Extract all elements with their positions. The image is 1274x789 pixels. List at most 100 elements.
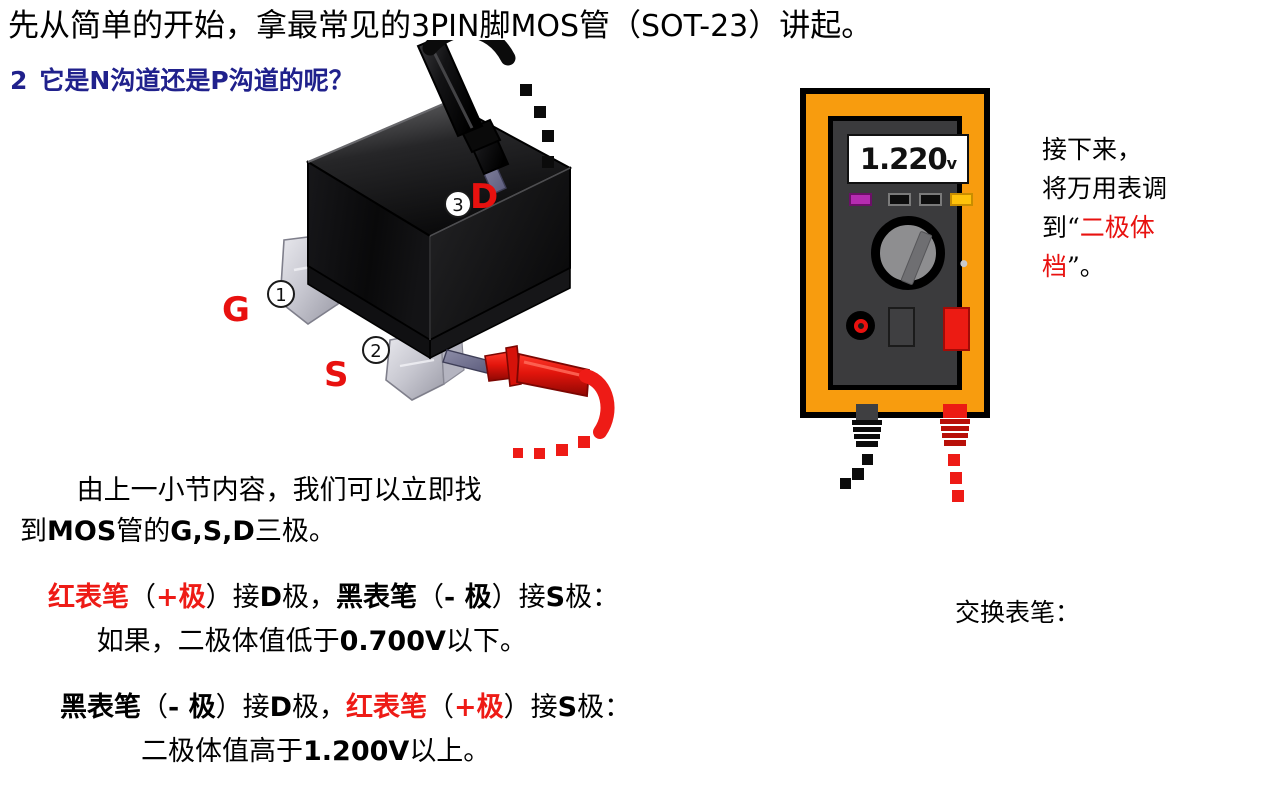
display-value: 1.220 [859,142,948,176]
right-note-line-2: 将万用表调 [1042,174,1168,203]
red-probe [484,345,615,459]
p3-p5: ）接 [503,692,558,723]
right-note-line-4: 档”。 [1042,247,1262,286]
jack-black-plug[interactable] [888,307,915,347]
multimeter-body: 1.220v [800,88,990,418]
p2-p3: 极， [282,582,337,613]
question-segment-1: 它是 [39,66,90,95]
swap-probes-note: 交换表笔： [955,598,1081,627]
p3-p2: ）接 [215,692,270,723]
p3-pin-d: D [269,692,293,723]
p3-l2-value: 1.200V [303,736,410,767]
title-segment-7: ）讲起。 [748,8,873,44]
title-segment-mos: MOS [510,9,580,44]
title-segment-sot23: SOT-23 [641,9,749,44]
p2-pin-d: D [259,582,283,613]
multimeter-button-purple[interactable] [849,193,872,206]
page-title: 先从简单的开始，拿最常见的3PIN脚MOS管（SOT-23）讲起。 [8,6,1028,47]
question-segment-n: N [89,66,111,95]
display-readout: 1.220v [859,142,957,176]
pin-label-g: G [222,290,250,330]
multimeter-button-dark-1[interactable] [888,193,911,206]
p1-seg-post: 三极。 [254,516,336,547]
knob-indicator-dot [959,259,969,269]
knob-pointer [900,230,969,286]
pin-label-s: S [324,355,349,395]
pin-number-1: 1 [267,280,295,308]
multimeter-rotary-knob[interactable] [871,216,969,290]
p2-l2-post: 以下。 [445,626,527,657]
p2-red-plus: +极 [156,582,206,613]
p2-p4: （ [417,582,445,613]
paragraph-3-line-2: 二极体值高于1.200V以上。 [141,730,800,774]
paragraph-2-line-1: 红表笔（+极）接D极，黑表笔（- 极）接S极： [48,576,768,620]
p2-p1: （ [129,582,156,613]
p2-p6: 极： [565,582,620,613]
p3-p4: （ [427,692,455,723]
p2-l2-value: 0.700V [339,626,446,657]
jack-red-plug[interactable] [943,307,970,351]
pin-label-d: D [470,177,499,217]
p3-pin-s: S [557,692,578,723]
p3-p1: （ [141,692,168,723]
multimeter-button-yellow[interactable] [950,193,973,206]
multimeter-leads [840,404,1000,514]
right-note-highlight-1: 二极体 [1079,213,1155,242]
paragraph-1-line-1: 由上一小节内容，我们可以立即找 [76,475,482,506]
paragraph-3: 黑表笔（- 极）接D极，红表笔（+极）接S极： 二极体值高于1.200V以上。 [60,686,800,774]
svg-text:2: 2 [370,341,381,362]
mosfet-figure: 1 2 3 [190,22,620,470]
jack-com-icon[interactable] [846,311,875,340]
pin-number-3: 3 [444,190,472,218]
p2-p2: ）接 [205,582,260,613]
right-note-line-1: 接下来， [1042,135,1143,164]
paragraph-1: 由上一小节内容，我们可以立即找 到MOS管的G,S,D三极。 [20,470,680,552]
multimeter-display: 1.220v [847,134,969,184]
p2-pin-s: S [545,582,566,613]
black-lead-boot [840,404,882,489]
right-note-line-4-post: ”。 [1067,252,1105,281]
svg-text:1: 1 [275,285,286,306]
title-segment-3pin: 3PIN [411,9,480,44]
pin-number-2: 2 [362,336,390,364]
p2-black-probe: 黑表笔 [336,582,418,613]
right-note-line-3-pre: 到“ [1042,213,1080,242]
paragraph-2: 红表笔（+极）接D极，黑表笔（- 极）接S极： 如果，二极体值低于0.700V以… [48,576,768,664]
title-segment-5: 管（ [579,8,642,44]
question-segment-p: P [210,66,229,95]
p3-red-plus: +极 [454,692,504,723]
p2-l2-pre: 如果，二极体值低于 [96,626,340,657]
p3-l2-pre: 二极体值高于 [141,736,303,767]
paragraph-3-line-1: 黑表笔（- 极）接D极，红表笔（+极）接S极： [60,686,800,730]
title-segment-1: 先从简单的开始，拿最常见的 [8,8,411,44]
right-side-note: 接下来， 将万用表调 到“二极体 档”。 [1042,130,1262,286]
p3-black-minus: - 极 [168,692,216,723]
svg-text:3: 3 [452,195,463,216]
p3-p3: 极， [292,692,347,723]
p1-seg-mos: MOS [47,516,117,547]
p1-seg-gsd: G,S,D [170,516,255,547]
sot23-package-body [305,100,573,360]
paragraph-1-line-2: 到MOS管的G,S,D三极。 [20,511,680,552]
question-segment-5: 沟道的呢？ [228,66,354,95]
p2-p5: ）接 [491,582,546,613]
right-note-highlight-2: 档 [1042,252,1068,281]
p3-red-probe: 红表笔 [346,692,428,723]
p3-black-probe: 黑表笔 [60,692,141,723]
red-lead-boot [940,404,970,502]
p3-l2-post: 以上。 [409,736,491,767]
p1-seg-1: 到 [20,516,47,547]
p2-red-probe: 红表笔 [48,582,129,613]
multimeter-button-dark-2[interactable] [919,193,942,206]
p1-seg-mid: 管的 [116,516,171,547]
question-number: 2 [10,66,28,95]
multimeter-face: 1.220v [828,116,973,390]
right-note-line-3: 到“二极体 [1042,208,1262,247]
display-unit: v [946,154,957,173]
title-segment-3: 脚 [479,8,511,44]
p2-black-minus: - 极 [444,582,492,613]
paragraph-2-line-2: 如果，二极体值低于0.700V以下。 [97,620,768,664]
p3-p6: 极： [577,692,632,723]
multimeter: 1.220v [800,88,990,418]
